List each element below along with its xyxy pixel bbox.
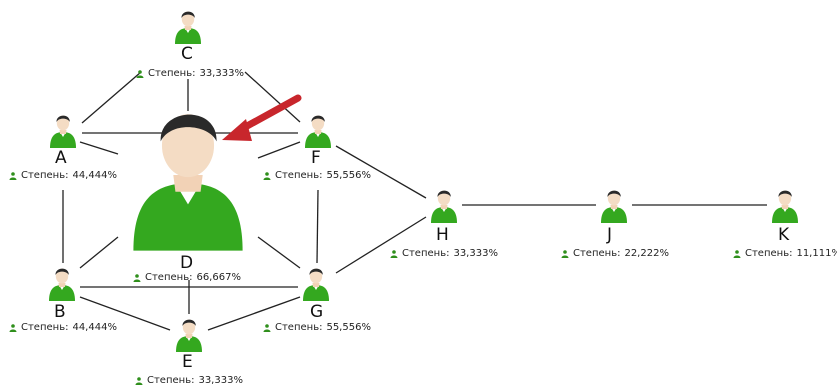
degree-value: 33,333%	[453, 248, 498, 259]
degree-value: 33,333%	[198, 375, 243, 386]
degree-value: 22,222%	[624, 248, 669, 259]
node-k-person-icon[interactable]	[772, 190, 798, 224]
degree-value: 55,556%	[326, 322, 371, 333]
degree-caption: Степень:	[145, 272, 193, 283]
degree-person-icon	[733, 249, 741, 258]
edge-e-g	[207, 296, 301, 331]
nodes-layer	[49, 11, 798, 353]
degree-person-icon	[263, 323, 271, 332]
node-e-degree: Степень:33,333%	[135, 375, 243, 386]
node-d-label: D	[180, 253, 194, 273]
node-b-person-icon[interactable]	[49, 268, 75, 302]
node-j-person-icon[interactable]	[601, 190, 627, 224]
node-b-label: B	[54, 302, 66, 322]
edge-f-d	[257, 141, 301, 159]
degree-caption: Степень:	[745, 248, 793, 259]
node-g-person-icon[interactable]	[303, 268, 329, 302]
node-a-person-icon[interactable]	[50, 115, 76, 149]
degree-person-icon	[133, 273, 141, 282]
degree-caption: Степень:	[275, 170, 323, 181]
degree-person-icon	[390, 249, 398, 258]
degree-person-icon	[135, 376, 143, 385]
node-d-person-icon[interactable]	[133, 114, 243, 251]
node-f-label: F	[311, 148, 321, 168]
node-c-person-icon[interactable]	[175, 11, 201, 45]
node-k-degree: Степень:11,111%	[733, 248, 837, 259]
edge-f-h	[335, 145, 427, 199]
degree-value: 33,333%	[199, 68, 244, 79]
node-c-label: C	[181, 44, 193, 64]
degree-person-icon	[136, 69, 144, 78]
edge-a-d	[79, 141, 119, 155]
degree-caption: Степень:	[21, 170, 69, 181]
degree-caption: Степень:	[148, 68, 196, 79]
degree-caption: Степень:	[21, 322, 69, 333]
edge-c-f	[244, 71, 301, 123]
degree-value: 11,111%	[796, 248, 837, 259]
degree-value: 55,556%	[326, 170, 371, 181]
node-c-degree: Степень:33,333%	[136, 68, 244, 79]
node-k-label: K	[778, 225, 790, 245]
edge-b-e	[79, 296, 171, 331]
node-f-degree: Степень:55,556%	[263, 170, 371, 181]
node-a-label: A	[55, 148, 67, 168]
degree-caption: Степень:	[573, 248, 621, 259]
node-f-person-icon[interactable]	[305, 115, 331, 149]
degree-caption: Степень:	[147, 375, 195, 386]
node-g-label: G	[310, 302, 324, 322]
edge-d-g	[257, 236, 301, 269]
degree-caption: Степень:	[402, 248, 450, 259]
node-e-person-icon[interactable]	[176, 319, 202, 353]
degree-caption: Степень:	[275, 322, 323, 333]
node-b-degree: Степень:44,444%	[9, 322, 117, 333]
node-g-degree: Степень:55,556%	[263, 322, 371, 333]
degree-person-icon	[9, 323, 17, 332]
highlight-arrow	[222, 94, 302, 141]
degree-person-icon	[9, 171, 17, 180]
edge-g-h	[335, 216, 427, 274]
degree-value: 44,444%	[72, 170, 117, 181]
edge-a-c	[81, 71, 142, 124]
node-h-degree: Степень:33,333%	[390, 248, 498, 259]
node-a-degree: Степень:44,444%	[9, 170, 117, 181]
edge-d-b	[79, 236, 119, 269]
node-j-label: J	[607, 225, 613, 245]
degree-person-icon	[263, 171, 271, 180]
degree-value: 44,444%	[72, 322, 117, 333]
edges-layer	[62, 71, 767, 331]
node-h-label: H	[436, 225, 449, 245]
degree-value: 66,667%	[196, 272, 241, 283]
degree-person-icon	[561, 249, 569, 258]
node-e-label: E	[182, 352, 193, 372]
node-d-degree: Степень:66,667%	[133, 272, 241, 283]
node-j-degree: Степень:22,222%	[561, 248, 669, 259]
edge-f-g	[316, 189, 319, 264]
node-h-person-icon[interactable]	[431, 190, 457, 224]
